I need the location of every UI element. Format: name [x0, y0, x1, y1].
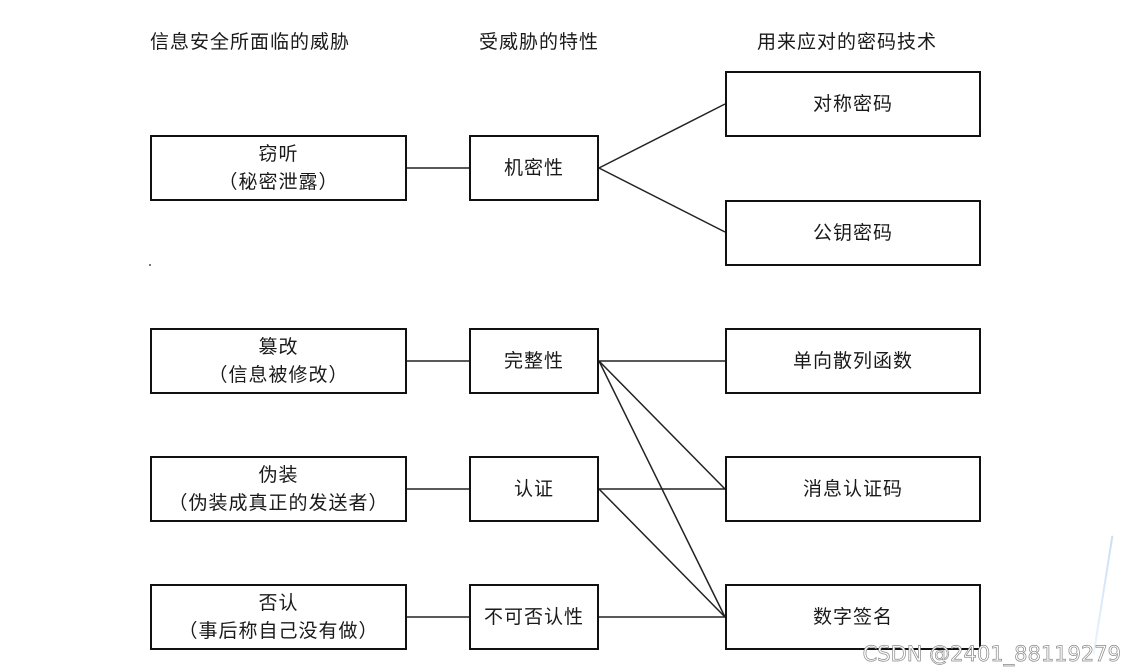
link-authentication-signature: [598, 488, 726, 618]
link-confidentiality-symmetric: [598, 103, 726, 169]
link-integrity-mac: [598, 360, 726, 490]
header-threats: 信息安全所面临的威胁: [150, 31, 351, 53]
link-confidentiality-publickey: [598, 167, 726, 233]
threat-title: 伪装: [258, 464, 299, 486]
threat-box-tamper: 篡改 （信息被修改）: [150, 328, 407, 394]
threat-detail: （伪装成真正的发送者）: [168, 492, 389, 514]
threat-detail: （事后称自己没有做）: [178, 620, 379, 642]
tech-box-digital-signature: 数字签名: [725, 584, 981, 650]
property-label: 机密性: [503, 157, 564, 179]
threat-box-spoof: 伪装 （伪装成真正的发送者）: [150, 456, 407, 522]
threat-title: 窃听: [258, 143, 299, 165]
tech-label: 单向散列函数: [792, 350, 913, 372]
property-box-integrity: 完整性: [469, 328, 599, 394]
property-box-nonrepudiation: 不可否认性: [469, 584, 599, 650]
threat-detail: （秘密泄露）: [218, 171, 339, 193]
threat-box-eavesdrop: 窃听 （秘密泄露）: [150, 135, 407, 201]
header-properties: 受威胁的特性: [479, 31, 600, 53]
tech-label: 消息认证码: [802, 478, 903, 500]
tech-label: 对称密码: [812, 93, 893, 115]
watermark-text: CSDN @2401_88119279: [862, 642, 1121, 667]
tech-box-mac: 消息认证码: [725, 456, 981, 522]
property-label: 不可否认性: [483, 606, 584, 628]
tech-label: 公钥密码: [812, 222, 893, 244]
stray-dot: [149, 264, 151, 266]
property-box-authentication: 认证: [469, 456, 599, 522]
property-box-confidentiality: 机密性: [469, 135, 599, 201]
tech-box-public-key-cipher: 公钥密码: [725, 200, 981, 266]
threat-box-repudiation: 否认 （事后称自己没有做）: [150, 584, 407, 650]
threat-title: 篡改: [258, 336, 299, 358]
tech-label: 数字签名: [812, 606, 893, 628]
threat-title: 否认: [258, 592, 299, 614]
property-label: 完整性: [503, 350, 564, 372]
property-label: 认证: [513, 478, 554, 500]
tech-box-hash-function: 单向散列函数: [725, 328, 981, 394]
tech-box-symmetric-cipher: 对称密码: [725, 71, 981, 137]
threat-detail: （信息被修改）: [208, 364, 349, 386]
header-technologies: 用来应对的密码技术: [757, 31, 938, 53]
